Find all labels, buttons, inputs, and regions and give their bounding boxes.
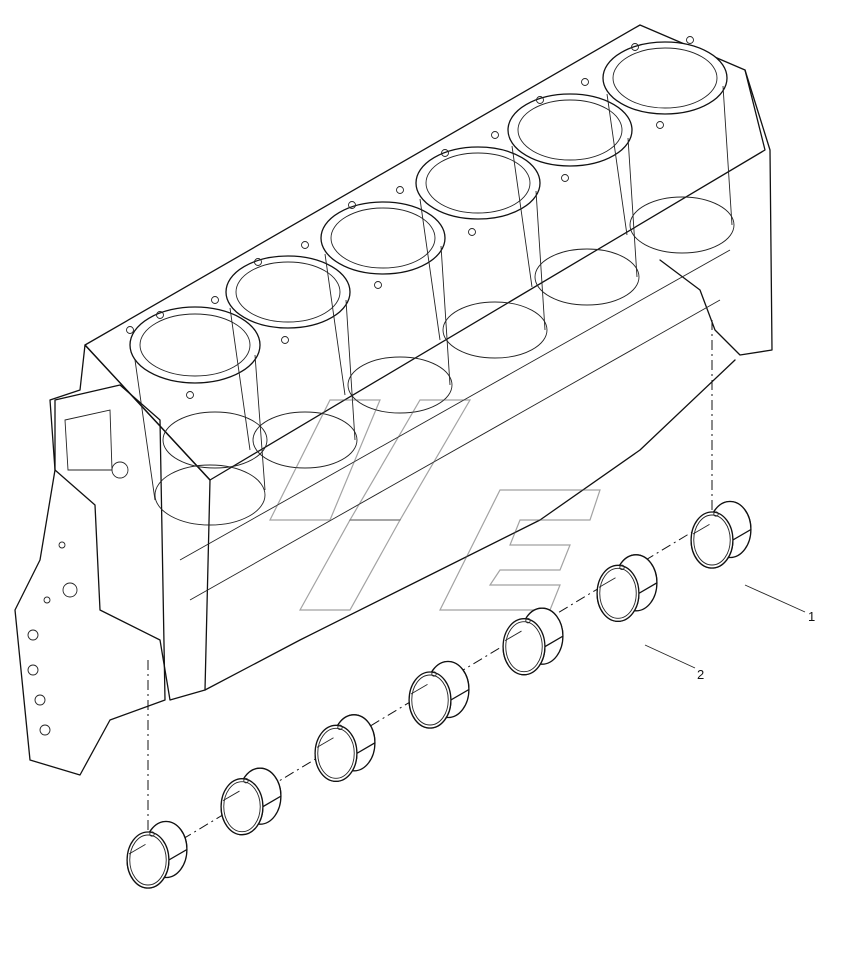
bearing-shell-1 [126,820,188,889]
callout-2-label: 2 [697,667,704,682]
watermark-logo [269,399,601,611]
cylinder-3 [320,201,453,414]
bearing-shell-7 [690,500,752,569]
bearing-shell-4 [408,660,470,729]
bearing-shell-2 [220,767,282,836]
engine-block [14,24,773,776]
cylinder-5 [507,93,640,306]
bearing-shell-3 [314,714,376,782]
callout-1: 1 [744,584,815,624]
callout-1-label: 1 [808,609,815,624]
cylinder-4 [415,146,548,359]
callout-2: 2 [644,644,704,682]
main-bearing-shells [126,500,752,889]
deck-bolt-holes [126,36,694,399]
bearing-shell-6 [596,554,658,622]
cylinder-1 [129,306,268,526]
cylinder-6 [602,41,735,254]
cylinder-bores [126,36,735,526]
cylinder-2 [225,255,358,469]
bearing-shell-5 [502,607,564,676]
